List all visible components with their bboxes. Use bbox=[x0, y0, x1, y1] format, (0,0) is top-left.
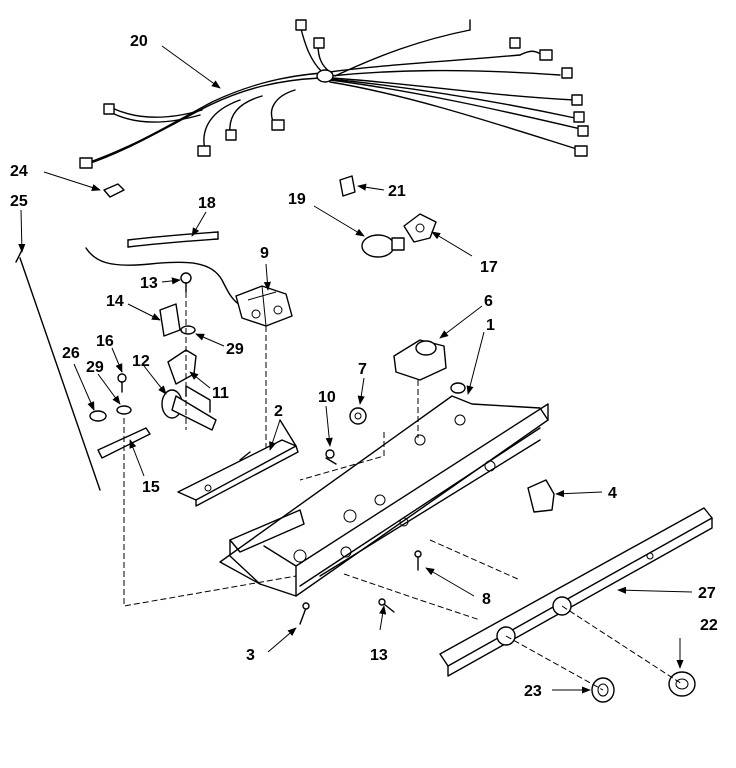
switch-4 bbox=[527, 479, 555, 513]
callout-1: 1 bbox=[486, 317, 495, 334]
callout-7: 8 bbox=[482, 591, 491, 608]
callout-24: 26 bbox=[62, 345, 80, 362]
callout-23: 25 bbox=[10, 193, 28, 210]
callout-12: 11 bbox=[212, 385, 229, 402]
wire-harness bbox=[79, 19, 589, 169]
callout-14: 14 bbox=[106, 293, 124, 310]
washer-29-left bbox=[116, 405, 132, 415]
callout-25: 27 bbox=[698, 585, 716, 602]
screw-10 bbox=[325, 449, 337, 465]
callout-10: 10 bbox=[318, 389, 336, 406]
bracket-12 bbox=[167, 349, 197, 385]
callout-3: 3 bbox=[246, 647, 255, 664]
screw-3 bbox=[299, 602, 310, 625]
thermostat-6 bbox=[393, 339, 447, 381]
leader-arrows bbox=[18, 45, 693, 694]
assembly-lines bbox=[123, 292, 683, 691]
callout-16: 16 bbox=[96, 333, 114, 350]
callout-9: 9 bbox=[260, 245, 269, 262]
callout-21: 21 bbox=[388, 183, 406, 200]
screw-13-bottom bbox=[378, 598, 395, 613]
grommet-8 bbox=[349, 407, 367, 425]
clamp-14 bbox=[159, 303, 181, 337]
knob-shaft-11 bbox=[161, 385, 217, 431]
callout-18: 18 bbox=[198, 195, 216, 212]
callout-22: 24 bbox=[10, 163, 28, 180]
callout-15: 15 bbox=[142, 479, 160, 496]
clip-21 bbox=[339, 175, 356, 197]
panel-25 bbox=[439, 507, 713, 677]
callout-26: 22 bbox=[700, 617, 718, 634]
lever-15 bbox=[97, 427, 151, 459]
callout-labels: 20 24 25 18 21 19 17 9 13 14 29 6 1 16 1… bbox=[10, 33, 718, 700]
callout-2: 2 bbox=[274, 403, 283, 420]
callout-27: 23 bbox=[524, 683, 542, 700]
callout-17: 17 bbox=[480, 259, 498, 276]
callout-13-top: 13 bbox=[140, 275, 158, 292]
callout-29-top: 29 bbox=[226, 341, 244, 358]
socket-17 bbox=[403, 213, 437, 243]
washer-29-top bbox=[180, 325, 196, 335]
screw-16 bbox=[117, 373, 127, 393]
clip-22 bbox=[103, 183, 125, 198]
callout-4: 4 bbox=[608, 485, 617, 502]
washer-24 bbox=[89, 410, 107, 422]
callout-20: 20 bbox=[130, 33, 148, 50]
housing-1 bbox=[219, 382, 549, 597]
callout-13-bottom: 13 bbox=[370, 647, 388, 664]
callout-6: 6 bbox=[484, 293, 493, 310]
tube-18 bbox=[127, 231, 219, 248]
screw-13-top bbox=[180, 272, 192, 293]
plate-2 bbox=[177, 419, 299, 507]
control-9 bbox=[85, 247, 293, 327]
knob-26 bbox=[668, 671, 696, 697]
bulb-19 bbox=[361, 234, 405, 258]
callout-19: 19 bbox=[288, 191, 306, 208]
callout-29-left: 29 bbox=[86, 359, 104, 376]
screw-7 bbox=[414, 550, 422, 571]
callout-8: 7 bbox=[358, 361, 367, 378]
callout-11: 12 bbox=[132, 353, 150, 370]
